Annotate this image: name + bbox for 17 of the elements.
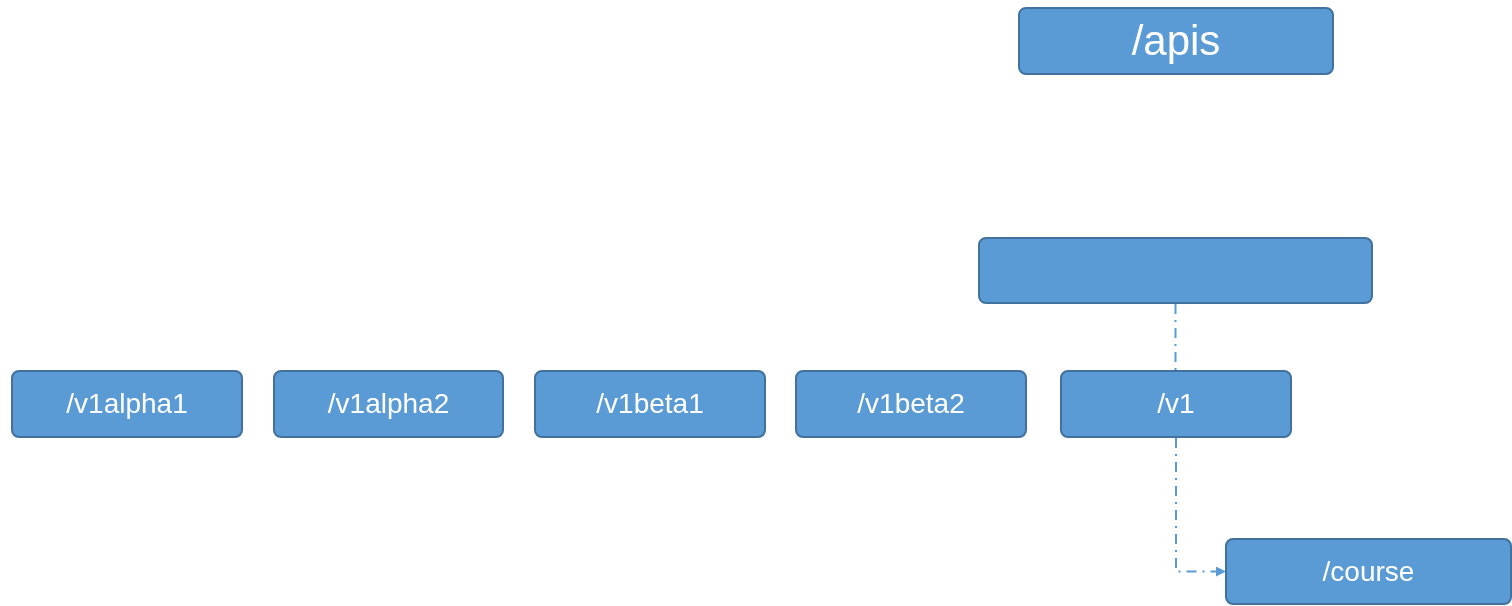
path-box — [1225, 538, 1512, 605]
connector-line — [1174, 303, 1177, 371]
path-label: /v1 — [1157, 388, 1195, 420]
path-label: /v1alpha2 — [327, 388, 450, 420]
path-box — [795, 370, 1027, 438]
path-box — [11, 370, 243, 438]
path-box — [534, 370, 766, 438]
path-box — [1060, 370, 1292, 438]
arrow — [1175, 437, 1226, 577]
path-label: /course — [1322, 555, 1415, 588]
path-box — [273, 370, 504, 438]
path-label: /apis — [1131, 17, 1221, 65]
path-label: /v1alpha1 — [66, 388, 188, 420]
path-label: /v1beta1 — [596, 388, 704, 420]
path-label: /v1beta2 — [857, 388, 965, 420]
empty-box — [978, 237, 1373, 304]
path-box — [1018, 7, 1334, 75]
